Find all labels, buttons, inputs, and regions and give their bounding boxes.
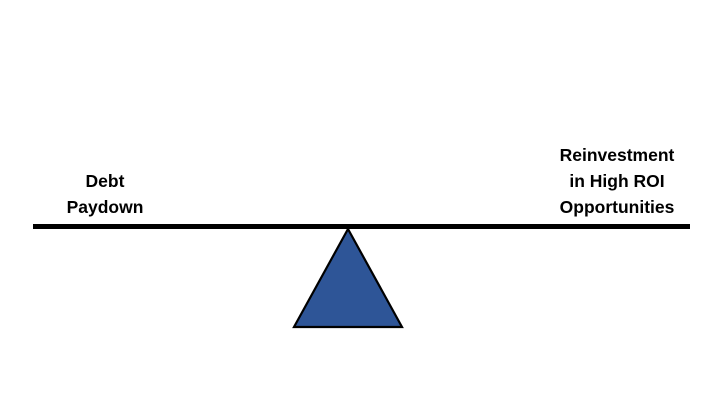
- right-option-line-1: Reinvestment: [559, 145, 675, 165]
- right-option-label: Reinvestment in High ROI Opportunities: [531, 142, 703, 220]
- left-option-label: Debt Paydown: [20, 168, 190, 220]
- fulcrum-triangle-shape: [292, 226, 404, 329]
- right-option-line-2: in High ROI: [569, 171, 665, 191]
- left-option-line-2: Paydown: [66, 197, 144, 217]
- fulcrum-triangle: [291, 226, 405, 330]
- right-option-line-3: Opportunities: [559, 197, 675, 217]
- left-option-line-1: Debt: [85, 171, 125, 191]
- fulcrum-polygon: [292, 226, 404, 329]
- balance-beam: [33, 224, 690, 229]
